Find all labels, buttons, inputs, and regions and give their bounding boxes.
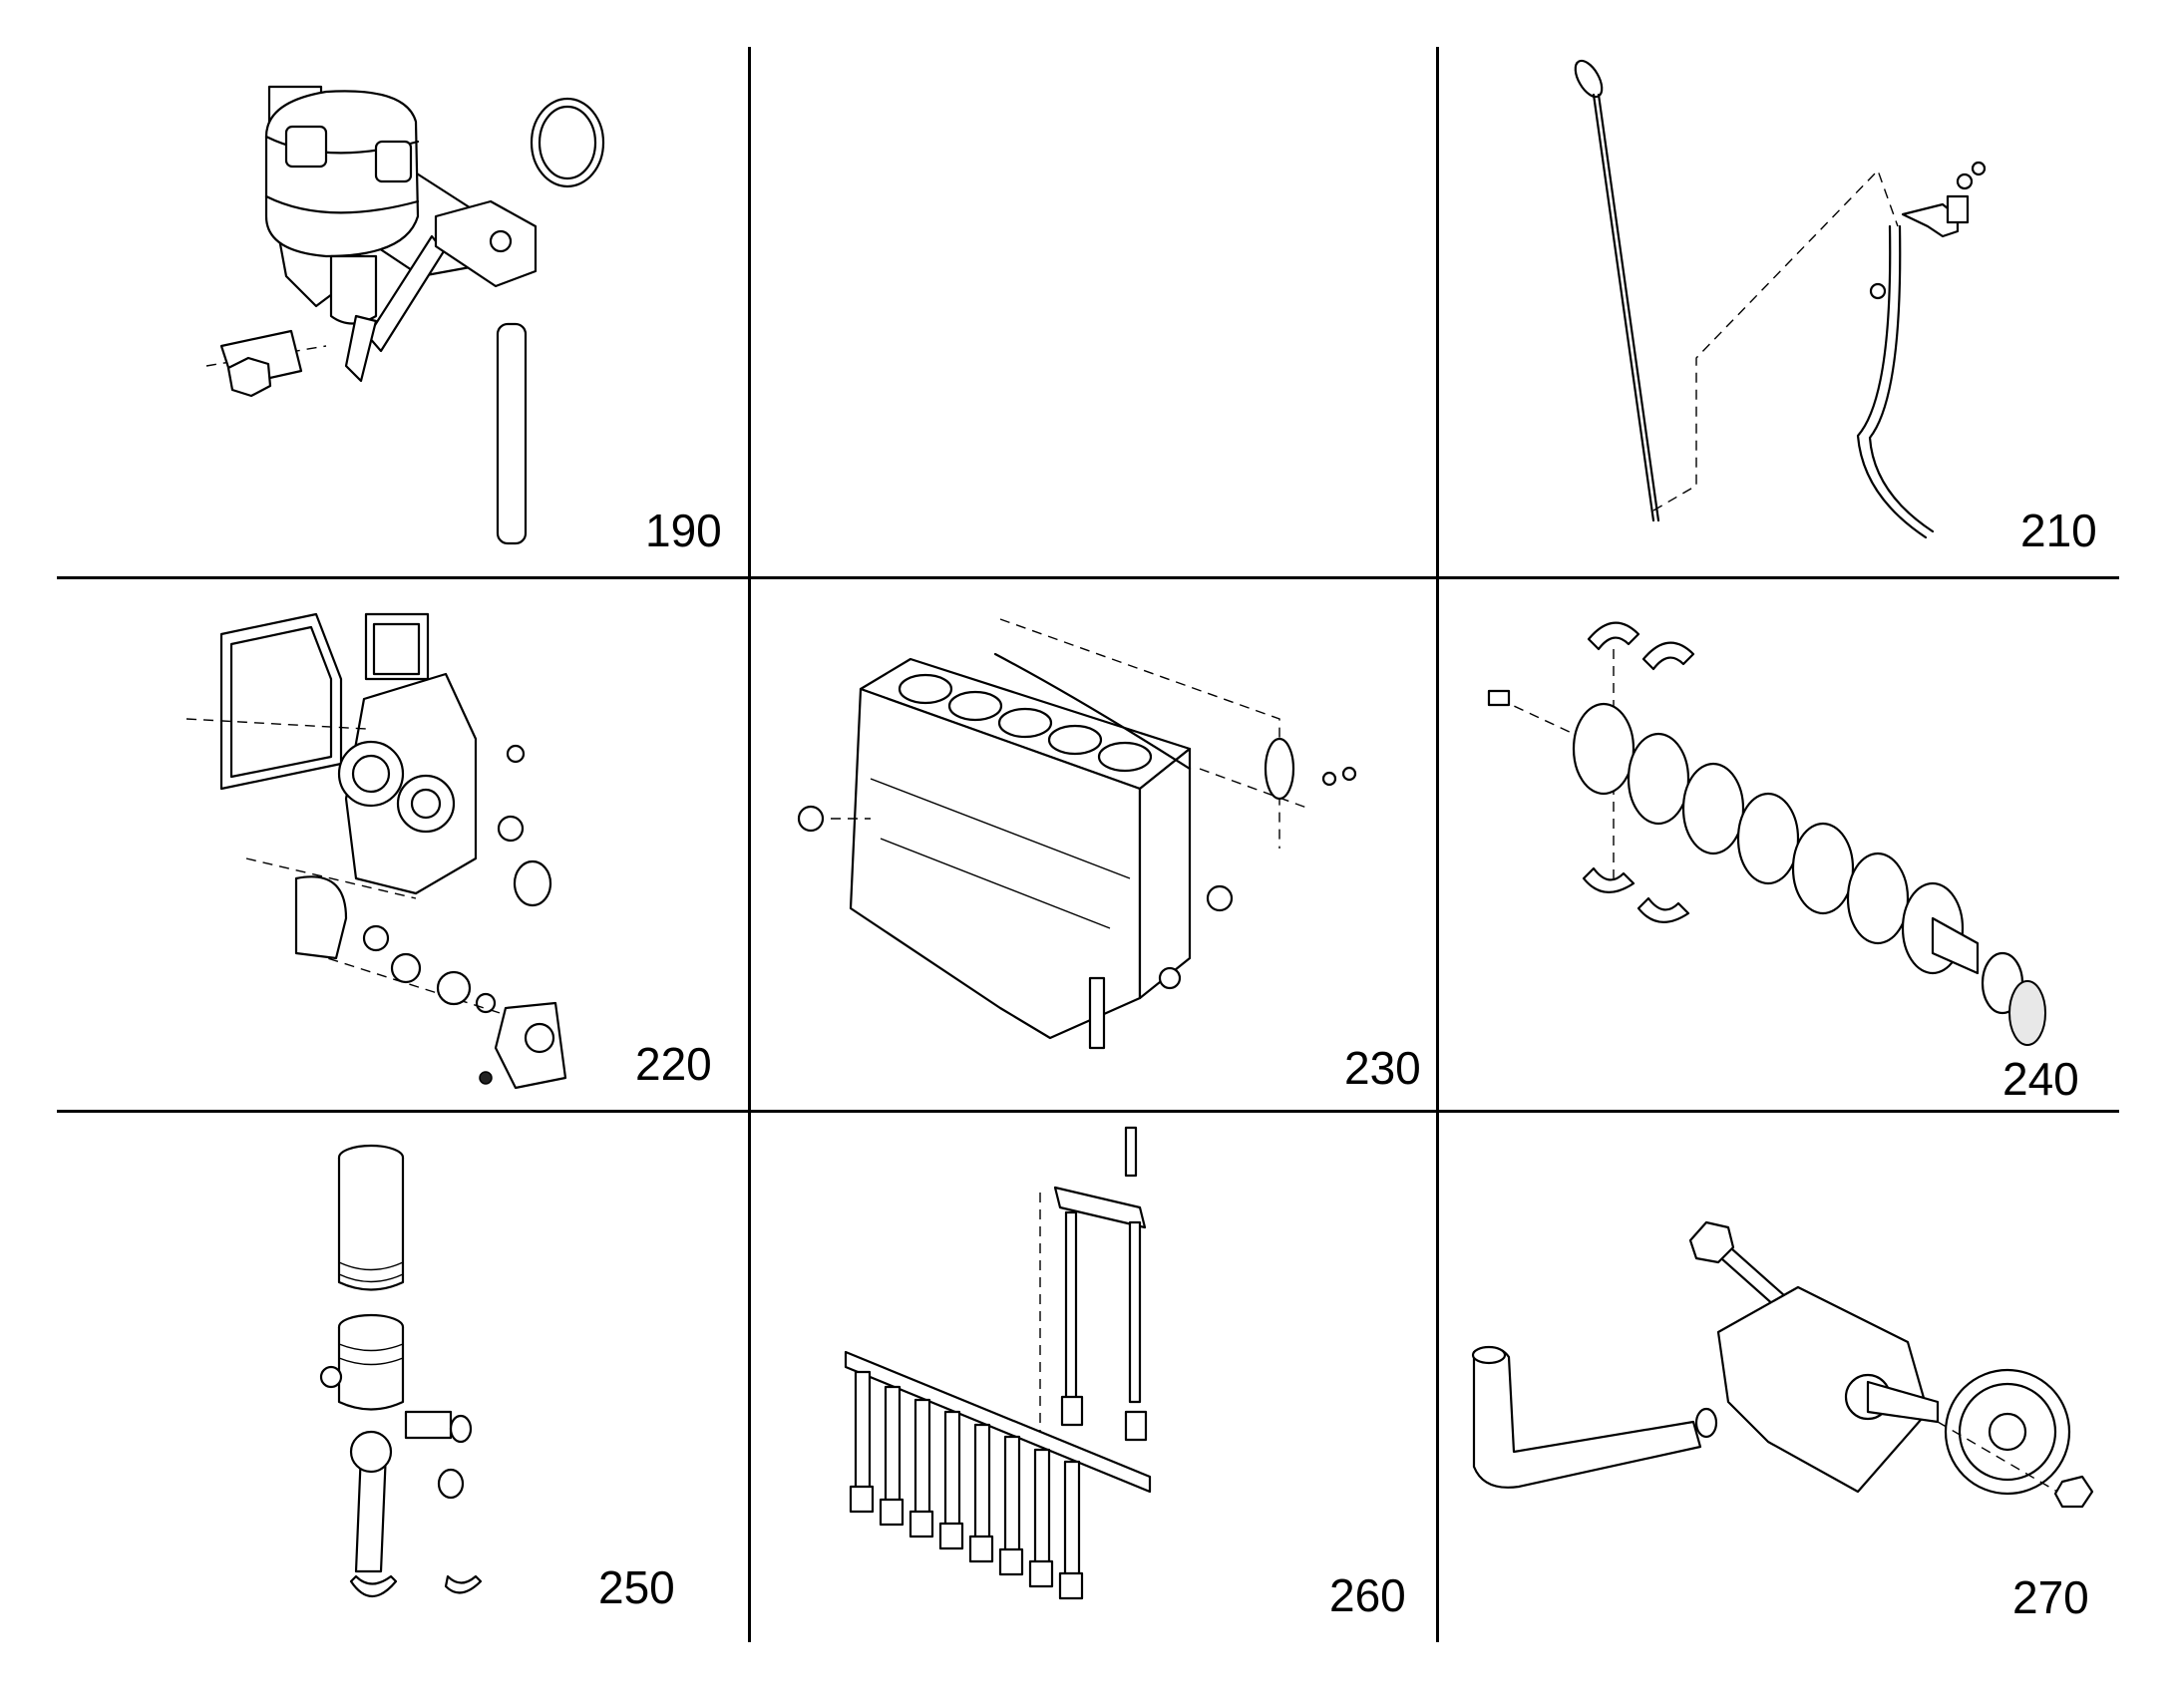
valve-train-icon bbox=[844, 1126, 1152, 1600]
section-240-cell[interactable]: 240 bbox=[1439, 579, 2119, 1110]
section-270-cell[interactable]: 270 bbox=[1439, 1113, 2119, 1642]
piston-assembly-icon bbox=[319, 1144, 483, 1597]
section-number-230: 230 bbox=[1344, 1042, 1421, 1094]
engine-block-icon bbox=[797, 618, 1357, 1050]
section-number-190: 190 bbox=[645, 505, 722, 556]
section-260-cell[interactable]: 260 bbox=[751, 1113, 1436, 1642]
section-190-cell[interactable]: 190 bbox=[57, 47, 748, 576]
section-number-220: 220 bbox=[635, 1038, 712, 1090]
grid-divider-horizontal-2 bbox=[57, 1110, 2119, 1113]
grid-divider-vertical-1 bbox=[748, 47, 751, 1642]
section-number-210: 210 bbox=[2020, 505, 2097, 556]
timing-cover-icon bbox=[185, 612, 567, 1090]
section-250-cell[interactable]: 250 bbox=[57, 1113, 748, 1642]
crankshaft-icon bbox=[1487, 621, 2046, 1046]
section-210-cell[interactable]: 210 bbox=[1439, 47, 2119, 576]
grid-divider-vertical-2 bbox=[1436, 47, 1439, 1642]
section-number-250: 250 bbox=[598, 1561, 675, 1613]
dipstick-icon bbox=[1574, 59, 1987, 539]
fuel-pump-icon bbox=[205, 85, 605, 545]
section-220-cell[interactable]: 220 bbox=[57, 579, 748, 1110]
section-number-270: 270 bbox=[2012, 1571, 2089, 1623]
section-230-cell[interactable]: 230 bbox=[751, 579, 1436, 1110]
section-empty-cell bbox=[751, 47, 1436, 576]
section-number-260: 260 bbox=[1329, 1569, 1406, 1621]
oil-pump-icon bbox=[1471, 1220, 2094, 1509]
grid-divider-horizontal-1 bbox=[57, 576, 2119, 579]
section-number-240: 240 bbox=[2002, 1053, 2079, 1105]
